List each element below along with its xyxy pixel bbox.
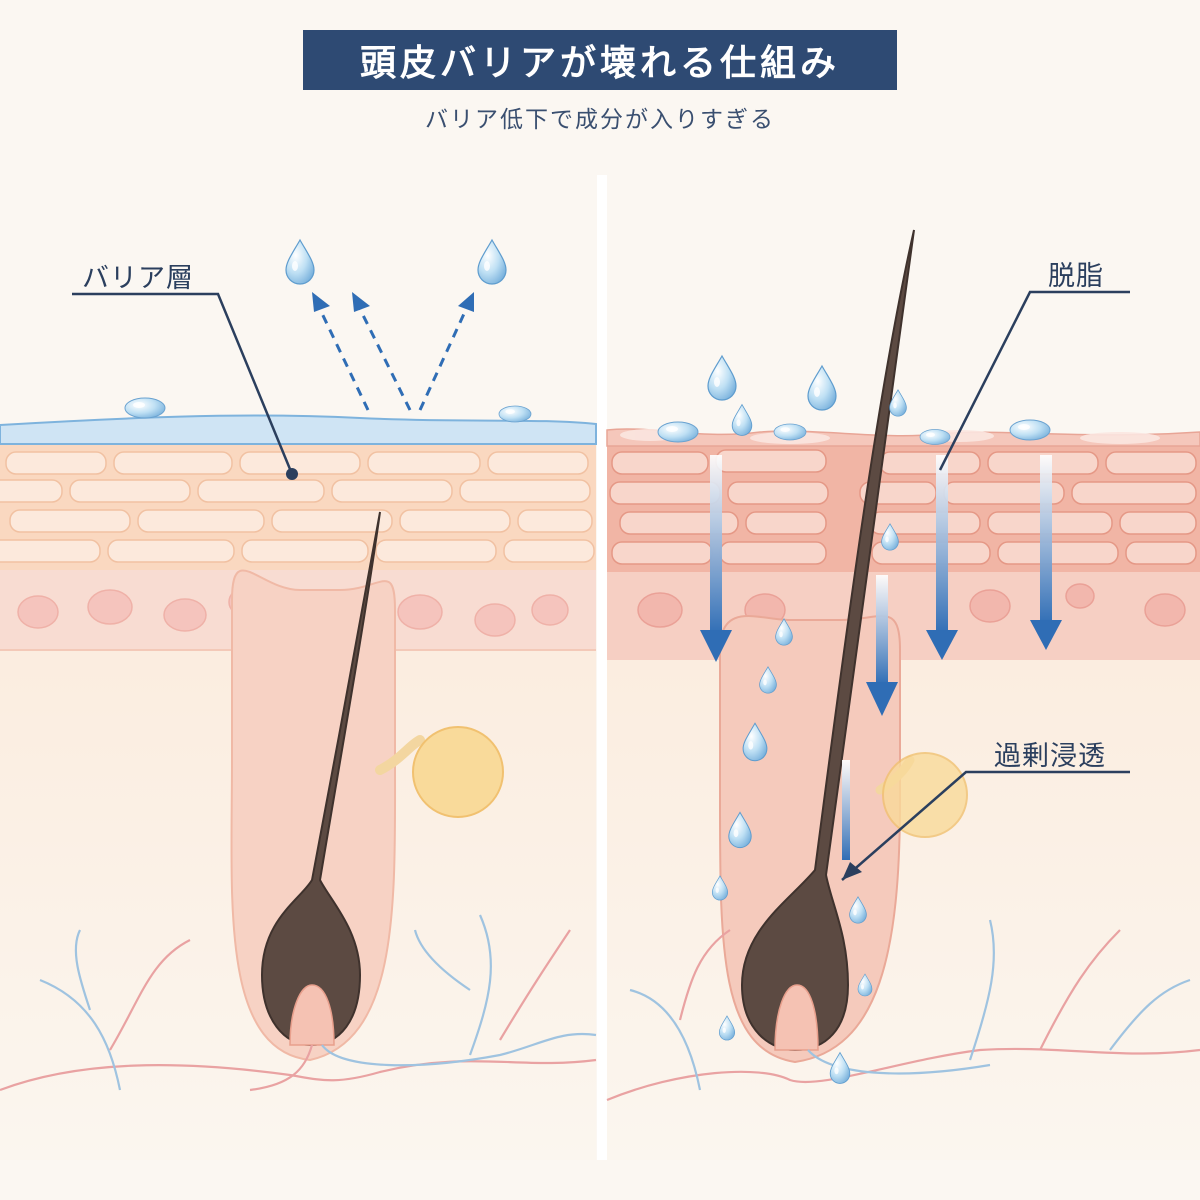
label-over-penetration: 過剰浸透 [994, 741, 1106, 772]
subtitle: バリア低下で成分が入りすぎる [425, 107, 775, 133]
epidermis-bricks [0, 451, 595, 563]
title-banner: 頭皮バリアが壊れる仕組み [303, 30, 897, 90]
moisture-retention-arrows [316, 304, 470, 411]
damaged-skin-panel [606, 229, 1200, 1160]
label-barrier-layer: バリア層 [82, 263, 194, 294]
penetration-arrows [700, 455, 1062, 860]
sebaceous-gland [412, 726, 504, 818]
barrier-film [0, 414, 597, 445]
healthy-skin-panel [0, 239, 597, 1160]
dermal-papilla [289, 984, 335, 1046]
panel-divider [597, 175, 607, 1160]
leader-lines [72, 290, 1130, 881]
title-text: 頭皮バリアが壊れる仕組み [359, 43, 840, 84]
blood-vessels [0, 914, 597, 1092]
label-degreasing: 脱脂 [1048, 261, 1104, 292]
